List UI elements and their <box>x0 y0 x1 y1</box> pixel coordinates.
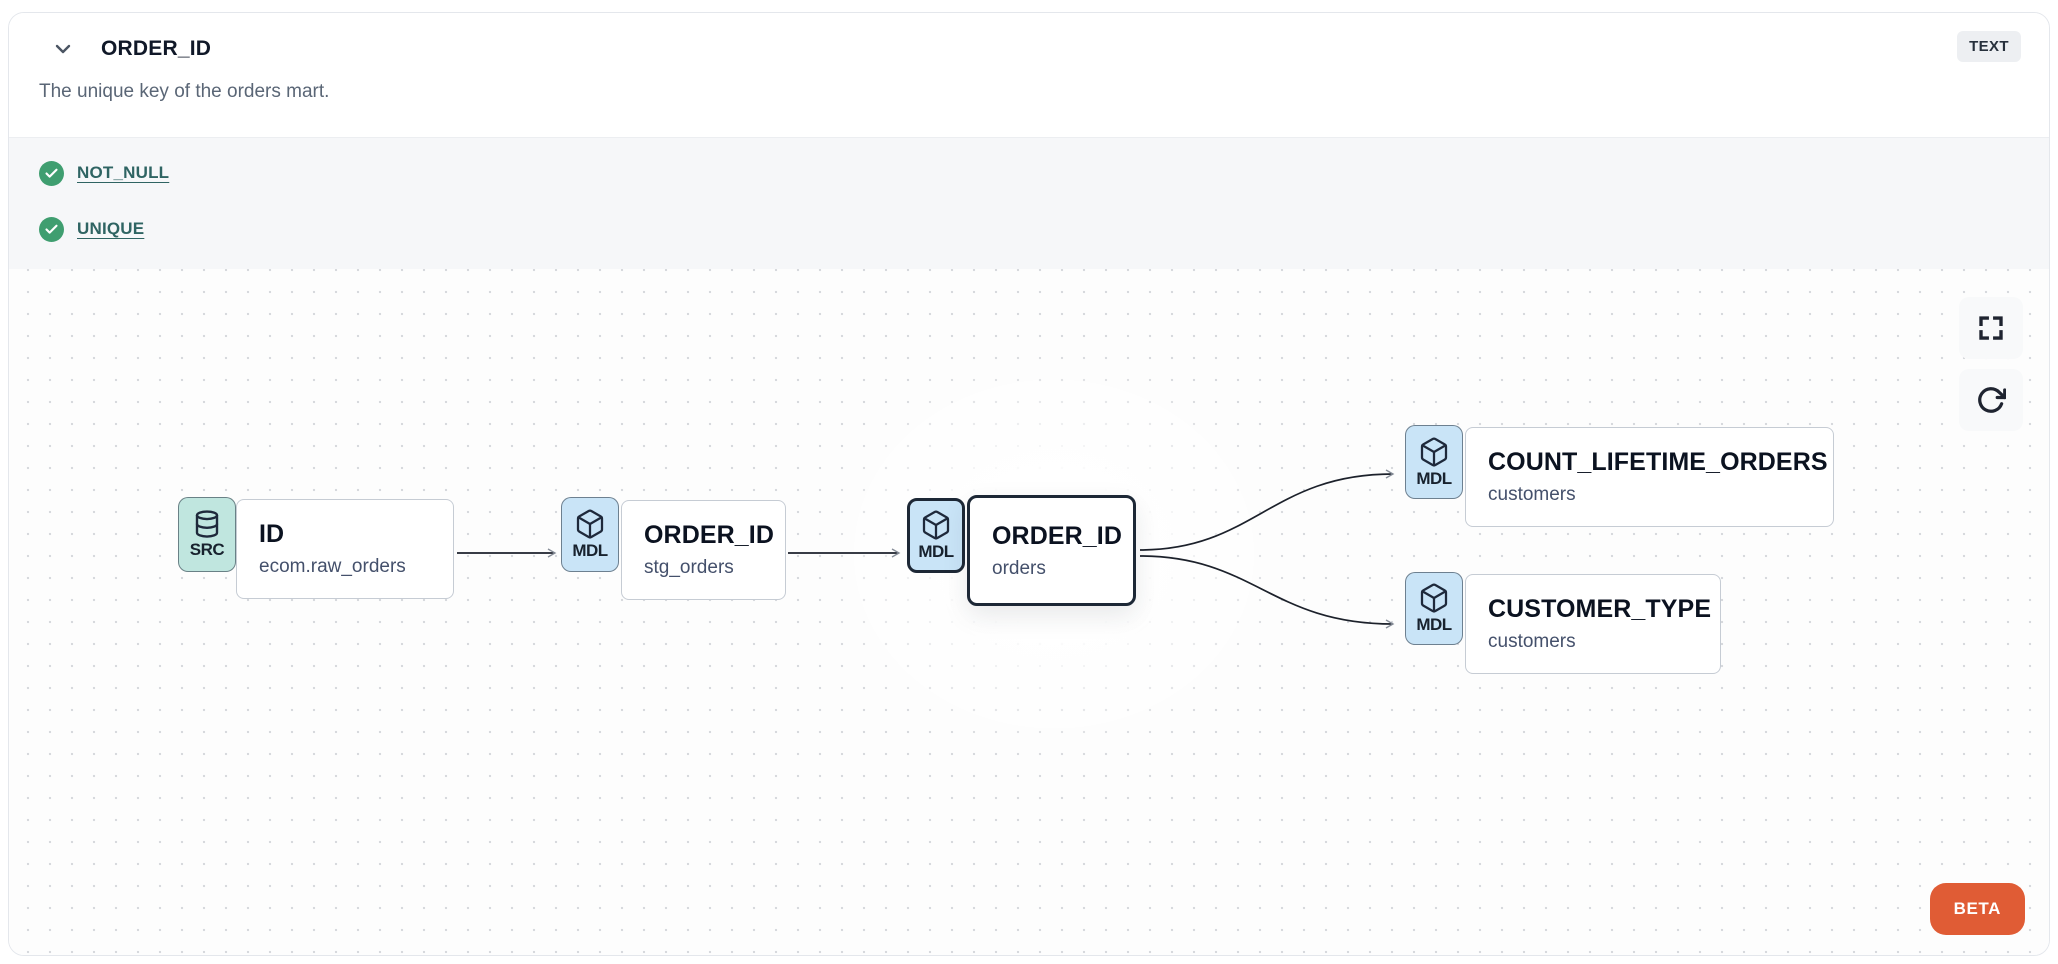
database-icon <box>195 510 219 538</box>
node-subtitle: customers <box>1488 631 1576 652</box>
lineage-edges <box>457 469 1395 629</box>
node-type-badge: MDL <box>1405 425 1463 499</box>
canvas-controls <box>1959 297 2023 431</box>
lineage-canvas[interactable]: SRC ID ecom.raw_orders MDL ORDER_ID stg_… <box>9 269 2049 955</box>
header: ORDER_ID TEXT The unique key of the orde… <box>9 13 2049 137</box>
cube-icon <box>576 509 604 539</box>
node-subtitle: stg_orders <box>644 557 734 578</box>
check-circle-icon <box>39 160 64 186</box>
node-badge-label: MDL <box>1416 468 1452 488</box>
refresh-icon <box>1978 387 2006 413</box>
node-badge-label: SRC <box>189 540 225 559</box>
test-link-unique[interactable]: UNIQUE <box>77 219 145 238</box>
test-link-not-null[interactable]: NOT_NULL <box>77 163 170 182</box>
node-subtitle: orders <box>992 557 1046 579</box>
node-title: ID <box>259 520 285 548</box>
edge-orders-clo <box>1139 469 1395 551</box>
node-card: ORDER_ID stg_orders <box>621 500 786 600</box>
node-card: CUSTOMER_TYPE customers <box>1465 574 1721 674</box>
node-type-badge: SRC <box>178 497 236 572</box>
edge-orders-ct <box>1139 555 1395 629</box>
node-badge-label: MDL <box>572 541 608 560</box>
node-type-badge: MDL <box>1405 572 1463 645</box>
node-subtitle: customers <box>1488 484 1576 505</box>
fullscreen-button[interactable] <box>1959 297 2023 359</box>
cube-icon <box>922 510 950 540</box>
refresh-button[interactable] <box>1959 369 2023 431</box>
test-row: UNIQUE <box>39 214 2019 244</box>
node-title: CUSTOMER_TYPE <box>1488 595 1712 623</box>
node-type-badge: MDL <box>561 497 619 572</box>
node-card: ORDER_ID orders <box>967 495 1136 606</box>
cube-icon <box>1420 583 1448 613</box>
test-row: NOT_NULL <box>39 158 2019 188</box>
beta-badge: BETA <box>1929 883 2025 935</box>
node-card: COUNT_LIFETIME_ORDERS customers <box>1465 427 1834 527</box>
check-circle-icon <box>39 216 64 242</box>
title-row: ORDER_ID <box>39 37 2019 61</box>
node-subtitle: ecom.raw_orders <box>259 556 406 577</box>
node-title: ORDER_ID <box>992 521 1122 550</box>
cube-icon <box>1420 437 1448 467</box>
node-title: COUNT_LIFETIME_ORDERS <box>1488 448 1828 476</box>
node-type-badge: MDL <box>907 498 965 573</box>
node-card: ID ecom.raw_orders <box>236 499 454 599</box>
node-badge-label: MDL <box>1416 615 1452 634</box>
node-badge-label: MDL <box>918 542 954 561</box>
node-title: ORDER_ID <box>644 521 774 549</box>
collapse-button[interactable] <box>51 37 75 61</box>
column-type-badge: TEXT <box>1957 31 2021 62</box>
tests-section: NOT_NULL UNIQUE <box>9 137 2049 269</box>
column-details-panel: ORDER_ID TEXT The unique key of the orde… <box>8 12 2050 956</box>
maximize-icon <box>1979 316 2003 340</box>
chevron-down-icon <box>55 44 71 54</box>
column-description: The unique key of the orders mart. <box>39 81 330 102</box>
column-name-title: ORDER_ID <box>101 37 212 60</box>
